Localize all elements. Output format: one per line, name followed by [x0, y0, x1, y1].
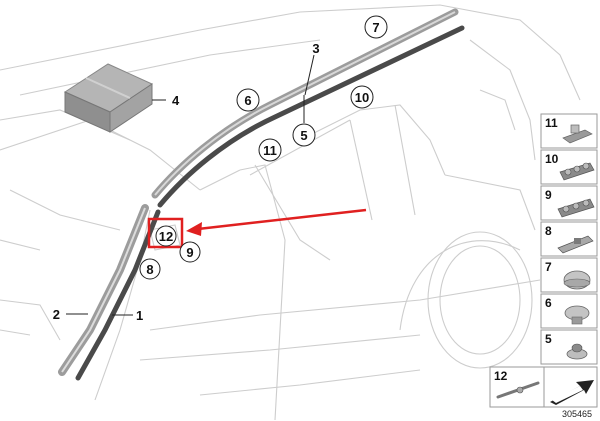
svg-text:8: 8: [146, 262, 153, 277]
callout-8: 8: [139, 258, 161, 280]
legend-item-10: 10: [540, 149, 598, 185]
legend-item-9: 9: [540, 185, 598, 221]
callout-4: 4: [172, 93, 180, 108]
svg-text:10: 10: [545, 152, 559, 166]
direction-arrow-icon: [550, 380, 594, 405]
legend-item-7: 7: [540, 257, 598, 293]
svg-text:5: 5: [545, 332, 552, 346]
grommet-icon: [566, 343, 588, 360]
highlight-annotation: [147, 208, 367, 249]
bracket-clip-icon: [562, 124, 593, 144]
roof-trim-strip: [151, 8, 465, 208]
highlight-box: [147, 217, 184, 249]
callout-6: 6: [236, 88, 260, 112]
multi-clip-strip-icon: [559, 162, 595, 181]
callout-3: 3: [312, 41, 319, 56]
svg-text:6: 6: [545, 296, 552, 310]
legend-item-6: 6: [540, 293, 598, 329]
multi-clip-strip-icon: [557, 198, 595, 218]
svg-text:7: 7: [372, 20, 379, 35]
svg-text:9: 9: [186, 245, 193, 260]
car-line-art: [0, 4, 581, 421]
svg-text:6: 6: [244, 93, 251, 108]
callout-12: 12: [155, 225, 177, 247]
callout-2: 2: [53, 307, 60, 322]
a-pillar-trim-strips: [58, 204, 161, 381]
callouts: 7 6 10 5 11 12 9 8 3: [53, 15, 388, 323]
highlight-arrow-head: [186, 222, 202, 236]
callout-1: 1: [136, 308, 143, 323]
expanding-rivet-icon: [564, 305, 590, 325]
highlight-arrow-line: [197, 208, 367, 231]
adhesive-box-icon: [63, 63, 154, 133]
legend-item-11: 11: [540, 113, 598, 149]
callout-7: 7: [364, 15, 388, 39]
fastener-pin-icon: [496, 381, 540, 399]
svg-text:12: 12: [494, 369, 508, 383]
callout-9: 9: [179, 241, 201, 263]
legend-item-5: 5: [540, 329, 598, 365]
figure-number: 305465: [562, 409, 592, 419]
svg-text:11: 11: [263, 143, 277, 158]
callout-5: 5: [292, 123, 316, 147]
trim-clip-icon: [557, 235, 594, 254]
svg-text:7: 7: [545, 260, 552, 274]
dome-cap-icon: [563, 270, 591, 290]
svg-text:5: 5: [300, 128, 307, 143]
legend-item-8: 8: [540, 221, 598, 257]
svg-text:10: 10: [355, 90, 369, 105]
parts-legend: 11 10 9: [540, 113, 598, 365]
svg-text:8: 8: [545, 224, 552, 238]
bottom-legend: 12: [489, 366, 598, 408]
svg-text:11: 11: [545, 116, 558, 130]
svg-text:12: 12: [159, 229, 173, 244]
leader-lines: [66, 54, 315, 316]
svg-text:9: 9: [545, 188, 552, 202]
callout-11: 11: [258, 138, 282, 162]
callout-10: 10: [350, 85, 374, 109]
